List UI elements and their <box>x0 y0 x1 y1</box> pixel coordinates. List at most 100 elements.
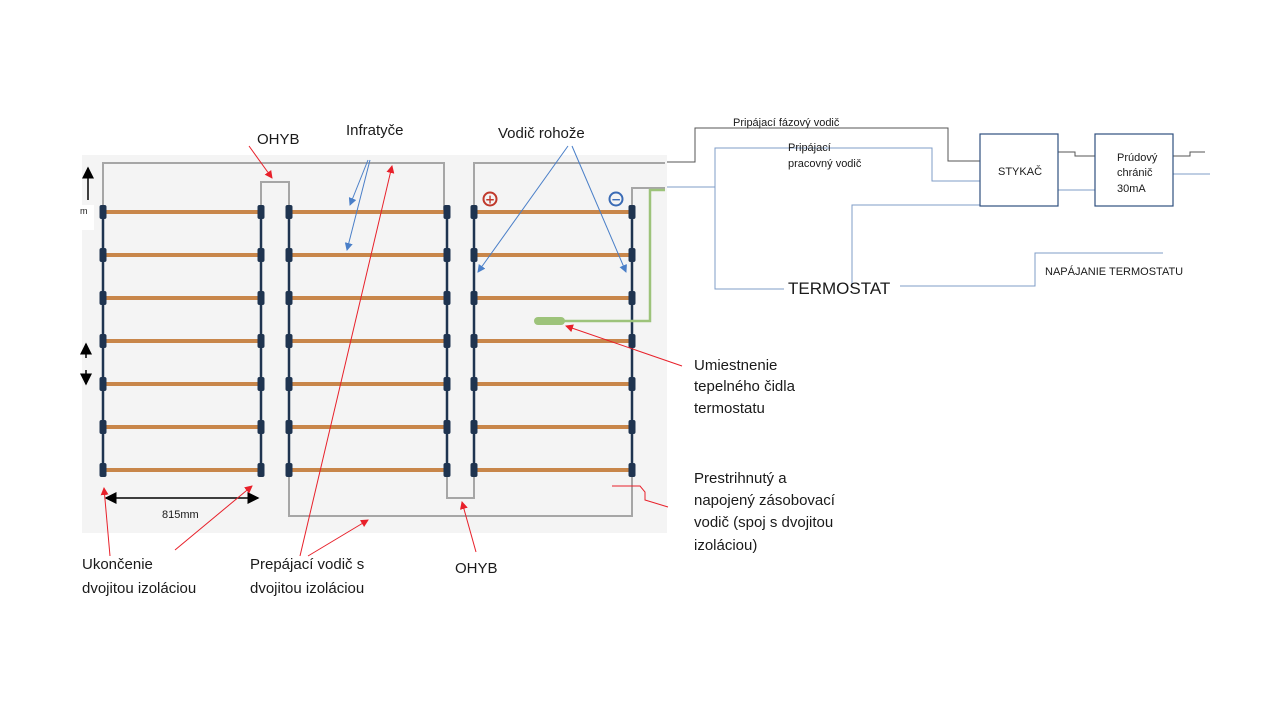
prepajaci-arrow-2 <box>307 519 369 557</box>
ukoncenie-line-2: dvojitou izoláciou <box>82 580 196 597</box>
dimension-left-label: m <box>80 206 88 216</box>
svg-text:+: + <box>485 193 495 207</box>
prepajaci-line-2: dvojitou izoláciou <box>250 580 364 597</box>
rod-connector <box>470 377 478 391</box>
rod-connector <box>257 377 265 391</box>
rod-connector <box>99 291 107 305</box>
rod-connector <box>99 377 107 391</box>
rod-connector <box>628 463 636 477</box>
plus-icon: + <box>482 191 498 207</box>
rod-connector <box>443 334 451 348</box>
umiestnenie-line-1: Umiestnenie <box>694 357 777 374</box>
rod-connector <box>99 248 107 262</box>
rod-connector <box>443 420 451 434</box>
chranic-line-2: chránič <box>1117 167 1153 179</box>
thermostat-lead <box>851 204 980 286</box>
sensor-arrow <box>565 324 683 367</box>
termostat-label: TERMOSTAT <box>788 279 890 298</box>
infratyce-label: Infratyče <box>346 122 404 139</box>
vodic-rohoze-label: Vodič rohože <box>498 125 585 142</box>
rod-connector <box>628 205 636 219</box>
splice-arrow <box>612 485 669 508</box>
rod-connector <box>285 248 293 262</box>
stykac-chranic-wire-1 <box>1058 151 1095 157</box>
rod-connector <box>628 420 636 434</box>
mat-supply-wire-right <box>473 162 665 210</box>
ohyb-bottom-label: OHYB <box>455 560 498 577</box>
rod-connector <box>285 205 293 219</box>
vodic-arrow-1 <box>477 145 569 273</box>
rod-connector <box>470 334 478 348</box>
rod-connector <box>257 291 265 305</box>
rod-connector <box>285 334 293 348</box>
rod-connector <box>285 377 293 391</box>
working-wire <box>667 147 980 188</box>
prestrihnuty-line-4: izoláciou) <box>694 537 757 554</box>
ohyb-top-label: OHYB <box>257 131 300 148</box>
mat-supply-wire <box>102 162 445 210</box>
rod-connector <box>470 420 478 434</box>
chranic-line-3: 30mA <box>1117 183 1146 195</box>
ohyb-bottom-arrow <box>460 501 477 553</box>
svg-text:−: − <box>611 193 621 207</box>
rod-connector <box>443 248 451 262</box>
rod-connector <box>257 463 265 477</box>
rod-connector <box>628 334 636 348</box>
vodic-arrow-2 <box>571 145 627 273</box>
rod-connector <box>285 291 293 305</box>
bend-bottom <box>446 470 475 499</box>
ohyb-top-arrow <box>248 145 273 179</box>
chranic-line-1: Prúdový <box>1117 152 1158 164</box>
rod-connector <box>628 377 636 391</box>
thermostat-power-wire <box>900 252 1163 287</box>
mat-return-wire <box>631 187 665 210</box>
prepajaci-arrow-1 <box>299 165 395 557</box>
sensor-cable <box>560 188 665 323</box>
minus-icon: − <box>608 191 624 207</box>
infratyce-arrow-1 <box>348 159 369 206</box>
prepajaci-line-1: Prepájací vodič s <box>250 556 364 573</box>
dimension-gap <box>82 205 94 230</box>
rod-connector <box>257 248 265 262</box>
stykac-box <box>979 133 1059 207</box>
rod-connector <box>99 463 107 477</box>
rod-connector <box>99 420 107 434</box>
rod-connector <box>257 334 265 348</box>
rod-connector <box>628 291 636 305</box>
umiestnenie-line-3: termostatu <box>694 400 765 417</box>
connectors <box>99 205 636 477</box>
phase-wire <box>667 127 980 163</box>
wiring-diagram <box>667 127 1210 290</box>
rod-connector <box>257 420 265 434</box>
infratyce-arrow-2 <box>344 159 371 251</box>
stykac-label: STYKAČ <box>998 165 1042 178</box>
rod-connector <box>99 334 107 348</box>
ukoncenie-line-1: Ukončenie <box>82 556 153 573</box>
pracovny-line-2: pracovný vodič <box>788 158 862 170</box>
rod-connector <box>443 377 451 391</box>
heating-rods <box>103 210 632 472</box>
prestrihnuty-line-3: vodič (spoj s dvojitou <box>694 514 833 531</box>
fazovy-label: Pripájací fázový vodič <box>733 117 840 129</box>
rod-connector <box>443 463 451 477</box>
dimension-label: 815mm <box>162 509 199 521</box>
bend-top <box>260 181 290 210</box>
prestrihnuty-line-1: Prestrihnutý a <box>694 470 787 487</box>
bottom-wire <box>288 470 633 517</box>
rod-connector <box>470 205 478 219</box>
rod-connector <box>470 248 478 262</box>
rod-connector <box>99 205 107 219</box>
rod-connector <box>470 463 478 477</box>
rod-connector <box>285 420 293 434</box>
chranic-box <box>1094 133 1174 207</box>
rod-connector <box>443 291 451 305</box>
rod-connector <box>285 463 293 477</box>
pracovny-line-1: Pripájací <box>788 142 831 154</box>
thermostat-wire <box>714 187 784 290</box>
prestrihnuty-line-2: napojený zásobovací <box>694 492 836 509</box>
ukoncenie-arrow-2 <box>174 485 253 551</box>
rod-connector <box>443 205 451 219</box>
rod-connector <box>628 248 636 262</box>
chranic-out-1 <box>1173 151 1205 157</box>
